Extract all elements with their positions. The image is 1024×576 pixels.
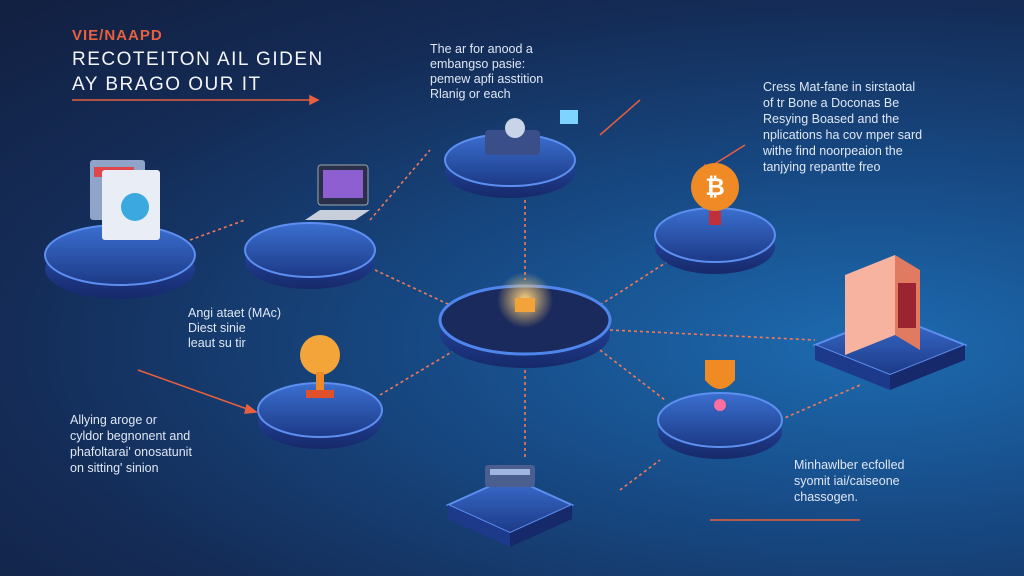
caption-line: Allying aroge or — [70, 413, 157, 427]
platform-laptop — [244, 164, 376, 289]
connection-lines — [189, 149, 861, 491]
svg-text:₿: ₿ — [705, 173, 725, 201]
title-line: RECOTEITON AIL GIDEN — [72, 49, 324, 70]
caption-line: nplications ha cov mper sard — [763, 128, 923, 142]
link-line — [189, 219, 246, 241]
caption-line: The ar for anood a — [430, 42, 533, 56]
caption-line: chassogen. — [794, 490, 858, 504]
caption-line: pemew apfi asstition — [430, 72, 544, 86]
platform-trophy — [257, 335, 383, 449]
link-line — [374, 269, 451, 306]
caption-line: tanjying repantte freo — [763, 160, 881, 174]
caption-line: phafoltarai' onosatunit — [70, 445, 192, 459]
server-icon — [485, 465, 535, 487]
caption-bottom-right: Minhawlber ecfolled syomit iai/caiseone … — [794, 457, 904, 505]
trophy-icon — [300, 335, 340, 375]
platform-shield — [657, 360, 783, 459]
header-kicker: VIE/NAAPD — [72, 27, 163, 44]
link-line — [609, 329, 816, 341]
link-line — [599, 259, 671, 306]
callout-arrows — [72, 94, 860, 521]
storage-box-icon — [845, 255, 895, 355]
platform-browser — [44, 160, 196, 299]
caption-line: Resying Boased and the — [763, 112, 900, 126]
caption-line: Rlanig or each — [430, 87, 511, 101]
caption-line: Diest sinie — [188, 321, 246, 335]
platform-hub — [438, 272, 612, 368]
caption-line: Minhawlber ecfolled — [794, 458, 905, 472]
bitcoin-icon — [691, 163, 739, 211]
caption-top-right: Cress Mat-fane in sirstaotal of tr Bone … — [763, 79, 922, 175]
link-line — [599, 349, 666, 401]
device-icon — [485, 130, 540, 155]
shield-icon — [705, 360, 735, 389]
caption-line: withe find noorpeaion the — [763, 144, 903, 158]
caption-line: cyldor begnonent and — [70, 429, 191, 443]
caption-line: Angi ataet (MAc) — [188, 306, 282, 320]
caption-line: embangso pasie: — [430, 57, 526, 71]
caption-line: on sitting' sinion — [70, 461, 159, 475]
caption-line: syomit iai/caiseone — [794, 474, 900, 488]
link-line — [369, 149, 431, 221]
platform-device — [444, 110, 578, 198]
link-line — [379, 349, 456, 396]
caption-line: of tr Bone a Doconas Be — [763, 96, 900, 110]
caption-line: Cress Mat-fane in sirstaotal — [763, 80, 916, 94]
caption-bottom-left: Allying aroge or cyldor begnonent and ph… — [70, 412, 192, 476]
link-line — [619, 459, 661, 491]
caption-top-center: The ar for anood a embangso pasie: pemew… — [430, 42, 543, 102]
page-title: RECOTEITON AIL GIDEN AY BRAGO OUR IT — [72, 47, 324, 97]
link-line — [779, 384, 861, 421]
caption-mid-left: Angi ataet (MAc) Diest sinie leaut su ti… — [188, 306, 281, 351]
platform-bitcoin: ₿ — [654, 163, 776, 274]
platform-server — [445, 465, 575, 547]
title-line: AY BRAGO OUR IT — [72, 74, 262, 95]
platform-storage — [812, 255, 968, 390]
caption-line: leaut su tir — [188, 336, 246, 350]
